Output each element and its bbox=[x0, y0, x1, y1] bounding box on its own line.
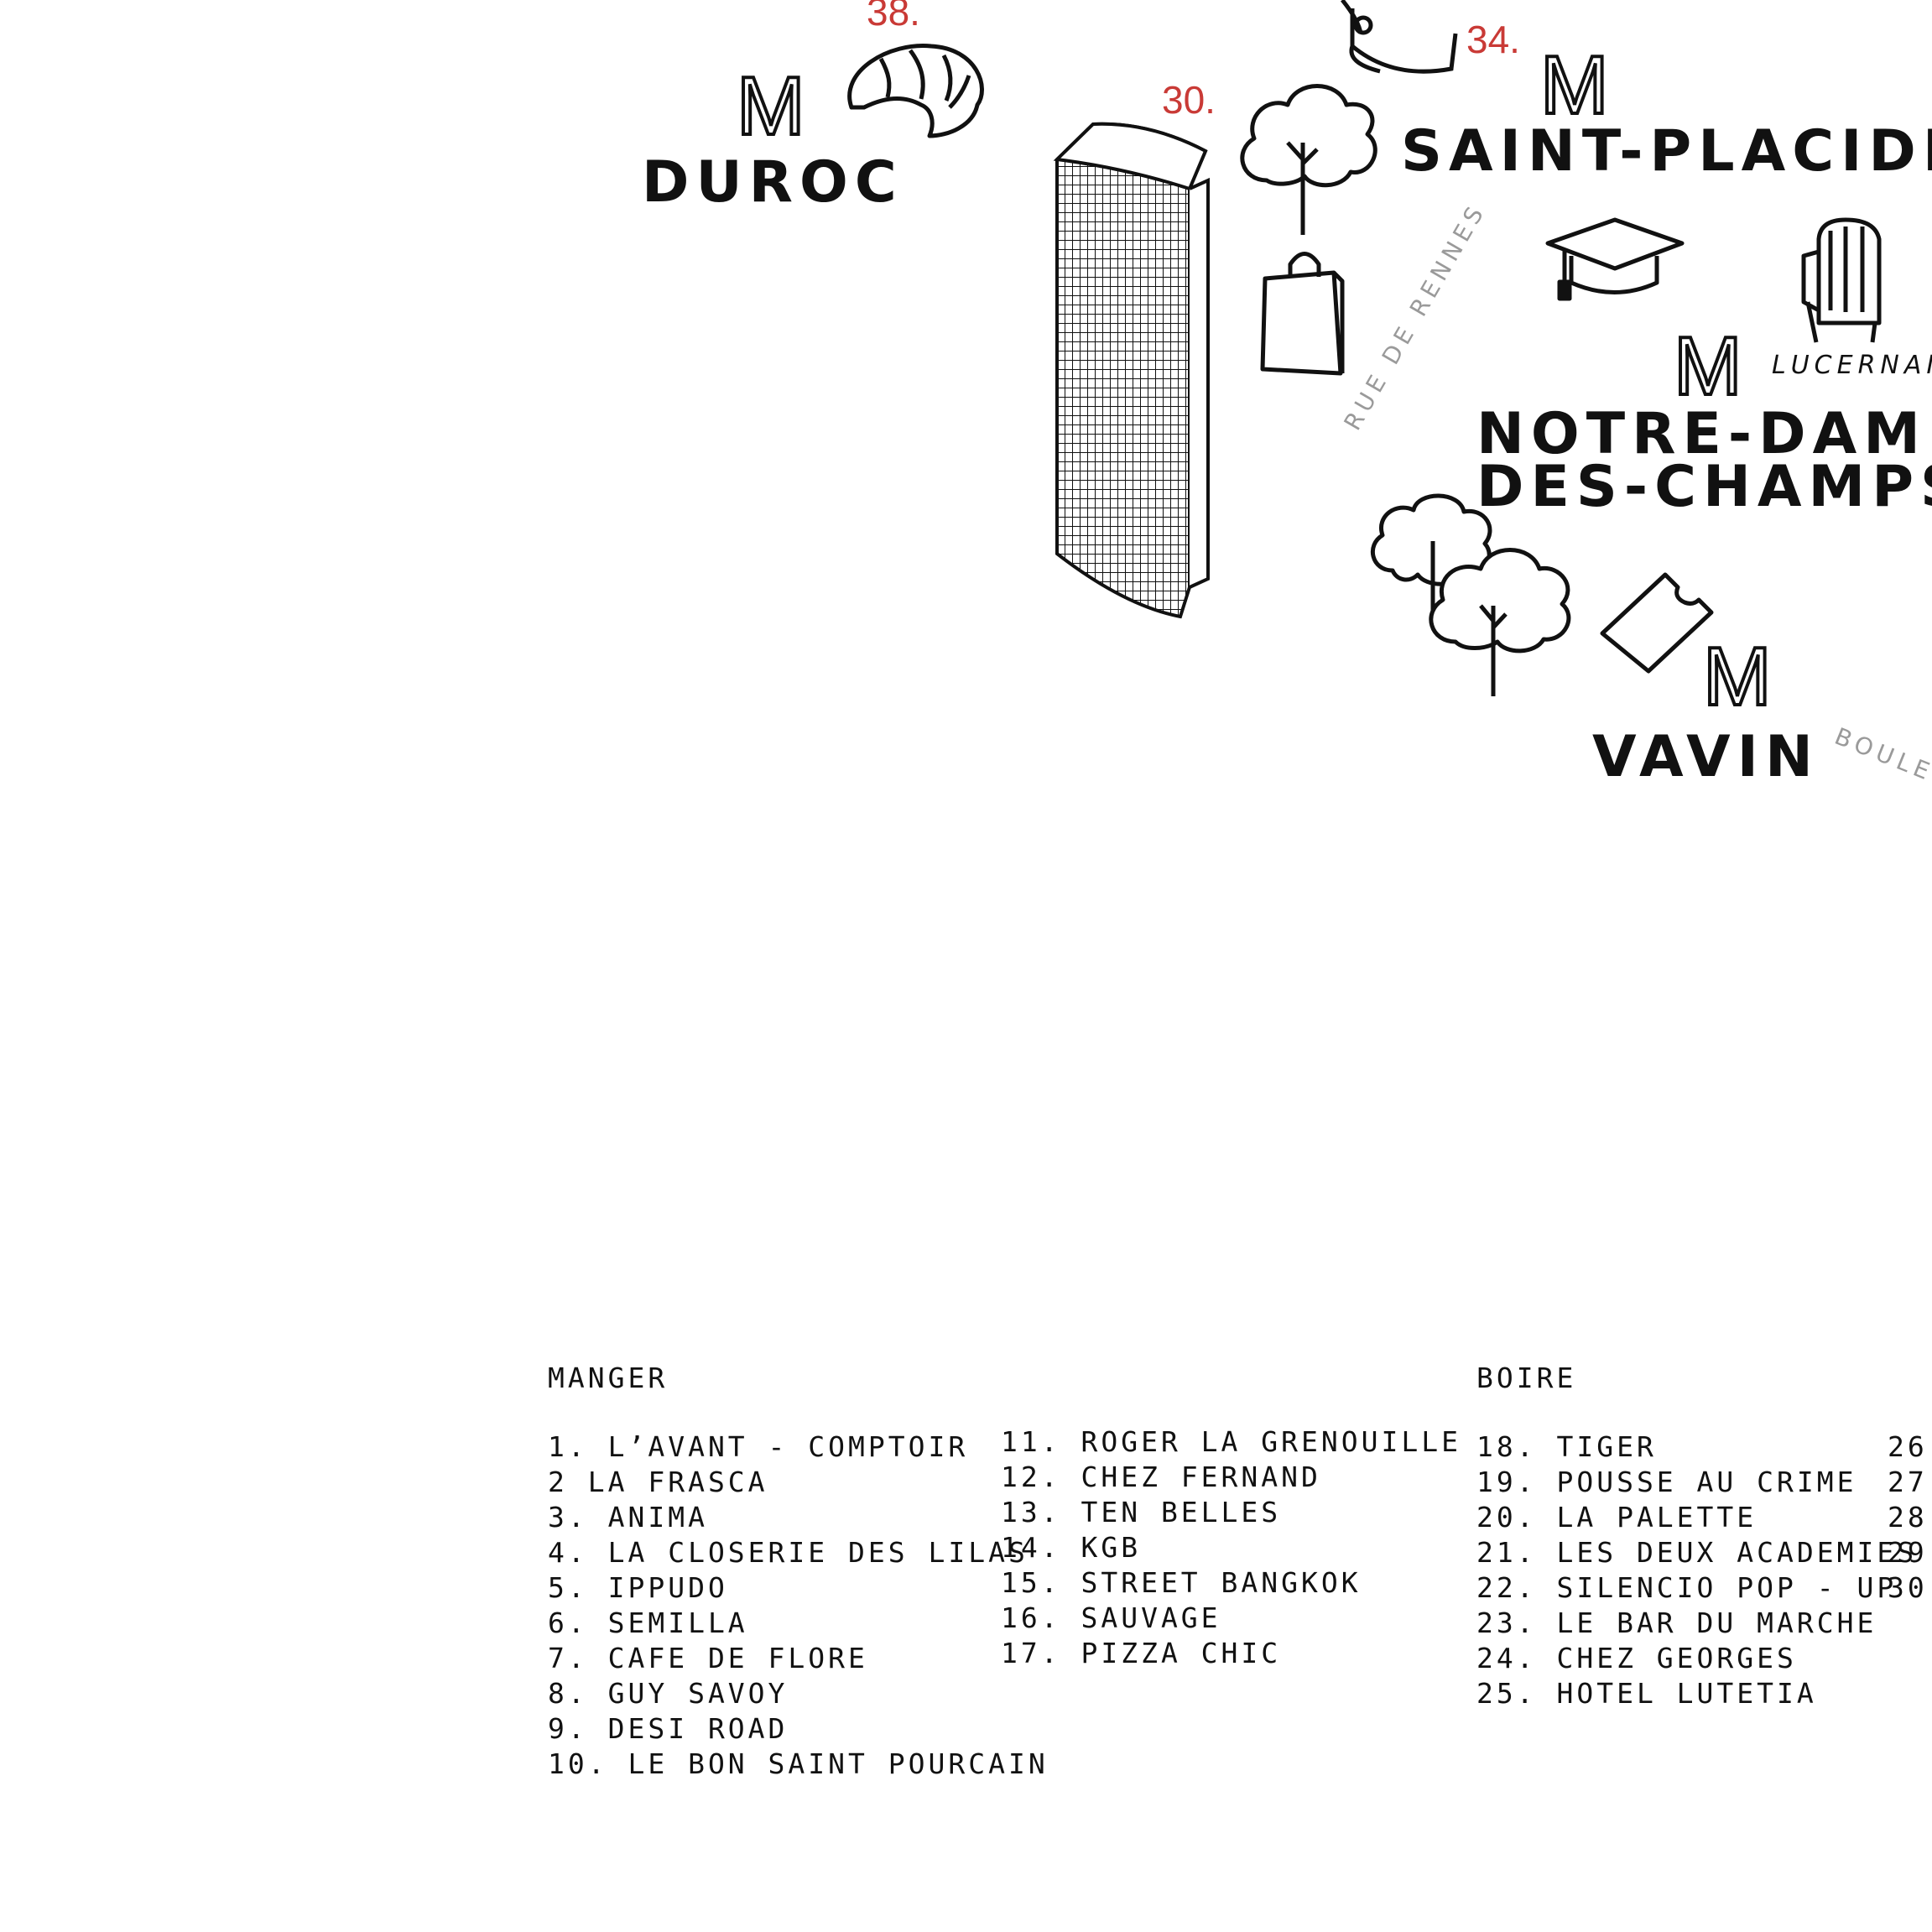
marker-38[interactable]: 38. bbox=[867, 0, 920, 34]
legend-item[interactable]: 5. IPPUDO bbox=[548, 1571, 728, 1604]
legend-item[interactable]: 26. bbox=[1888, 1430, 1932, 1463]
legend-item[interactable]: 16. SAUVAGE bbox=[1001, 1601, 1221, 1634]
tree-icon bbox=[1429, 548, 1571, 696]
legend-item[interactable]: 14. KGB bbox=[1001, 1531, 1142, 1564]
legend-item[interactable]: 7. CAFE DE FLORE bbox=[548, 1642, 868, 1674]
street-rue-de-rennes: RUE DE RENNES bbox=[1338, 198, 1491, 435]
lucernaire-label: LUCERNAII bbox=[1772, 351, 1932, 380]
metro-icon-saint-placide: M bbox=[1540, 39, 1609, 131]
legend-item[interactable]: 10. LE BON SAINT POURCAIN bbox=[548, 1747, 1049, 1780]
station-notre-dame-line2[interactable]: DES-CHAMPS bbox=[1476, 454, 1932, 520]
legend-item[interactable]: 8. GUY SAVOY bbox=[548, 1677, 789, 1710]
legend-item[interactable]: 6. SEMILLA bbox=[548, 1607, 748, 1639]
tree-icon bbox=[1371, 493, 1492, 617]
croissant-icon bbox=[847, 44, 984, 138]
legend-item[interactable]: 11. ROGER LA GRENOUILLE bbox=[1001, 1425, 1461, 1458]
ticket-icon bbox=[1600, 572, 1714, 674]
marker-30[interactable]: 30. bbox=[1162, 78, 1216, 122]
legend-boire-heading: BOIRE bbox=[1476, 1362, 1577, 1394]
legend-item[interactable]: 9. DESI ROAD bbox=[548, 1712, 789, 1745]
station-vavin[interactable]: VAVIN bbox=[1592, 724, 1820, 790]
tower-icon bbox=[1053, 122, 1210, 619]
legend-item[interactable]: 17. PIZZA CHIC bbox=[1001, 1637, 1282, 1669]
legend-item[interactable]: 15. STREET BANGKOK bbox=[1001, 1566, 1362, 1599]
legend-item[interactable]: 29. bbox=[1888, 1536, 1932, 1569]
graduation-cap-icon bbox=[1545, 217, 1685, 301]
legend-item[interactable]: 13. TEN BELLES bbox=[1001, 1496, 1282, 1528]
metro-icon-vavin: M bbox=[1703, 630, 1772, 722]
street-boulevard: BOULEV bbox=[1830, 722, 1932, 795]
legend-item[interactable]: 21. LES DEUX ACADEMIES bbox=[1476, 1536, 1918, 1569]
legend-item[interactable]: 25. HOTEL LUTETIA bbox=[1476, 1677, 1817, 1710]
tree-icon bbox=[1240, 84, 1377, 235]
legend-manger-heading: MANGER bbox=[548, 1362, 669, 1394]
legend-item[interactable]: 30. bbox=[1888, 1571, 1932, 1604]
marker-34[interactable]: 34. bbox=[1466, 18, 1520, 61]
legend-item[interactable]: 20. LA PALETTE bbox=[1476, 1501, 1758, 1534]
legend-boire-col2: 26.27.28.29.30. bbox=[1888, 1429, 1932, 1606]
shopping-bag-icon bbox=[1260, 252, 1345, 376]
legend-item[interactable]: 19. POUSSE AU CRIME bbox=[1476, 1466, 1857, 1498]
legend-item[interactable]: 1. L’AVANT - COMPTOIR bbox=[548, 1430, 969, 1463]
station-notre-dame-line1[interactable]: NOTRE-DAME bbox=[1476, 401, 1932, 467]
theater-seat-icon bbox=[1801, 217, 1882, 343]
legend-item[interactable]: 3. ANIMA bbox=[548, 1501, 708, 1534]
station-duroc[interactable]: DUROC bbox=[642, 149, 904, 216]
legend-item[interactable]: 18. TIGER bbox=[1476, 1430, 1657, 1463]
station-saint-placide[interactable]: SAINT-PLACIDE bbox=[1401, 118, 1932, 185]
legend-item[interactable]: 2 LA FRASCA bbox=[548, 1466, 768, 1498]
legend-item[interactable]: 28. bbox=[1888, 1501, 1932, 1534]
legend-item[interactable]: 24. CHEZ GEORGES bbox=[1476, 1642, 1797, 1674]
legend-item[interactable]: 27. bbox=[1888, 1466, 1932, 1498]
metro-icon-duroc: M bbox=[737, 60, 805, 152]
legend-item[interactable]: 4. LA CLOSERIE DES LILAS bbox=[548, 1536, 1028, 1569]
legend-item[interactable]: 12. CHEZ FERNAND bbox=[1001, 1461, 1321, 1493]
legend-item[interactable]: 23. LE BAR DU MARCHE bbox=[1476, 1607, 1877, 1639]
legend-item[interactable]: 22. SILENCIO POP - UP bbox=[1476, 1571, 1898, 1604]
metro-icon-notre-dame: M bbox=[1674, 320, 1742, 412]
hat-icon bbox=[1341, 0, 1458, 74]
